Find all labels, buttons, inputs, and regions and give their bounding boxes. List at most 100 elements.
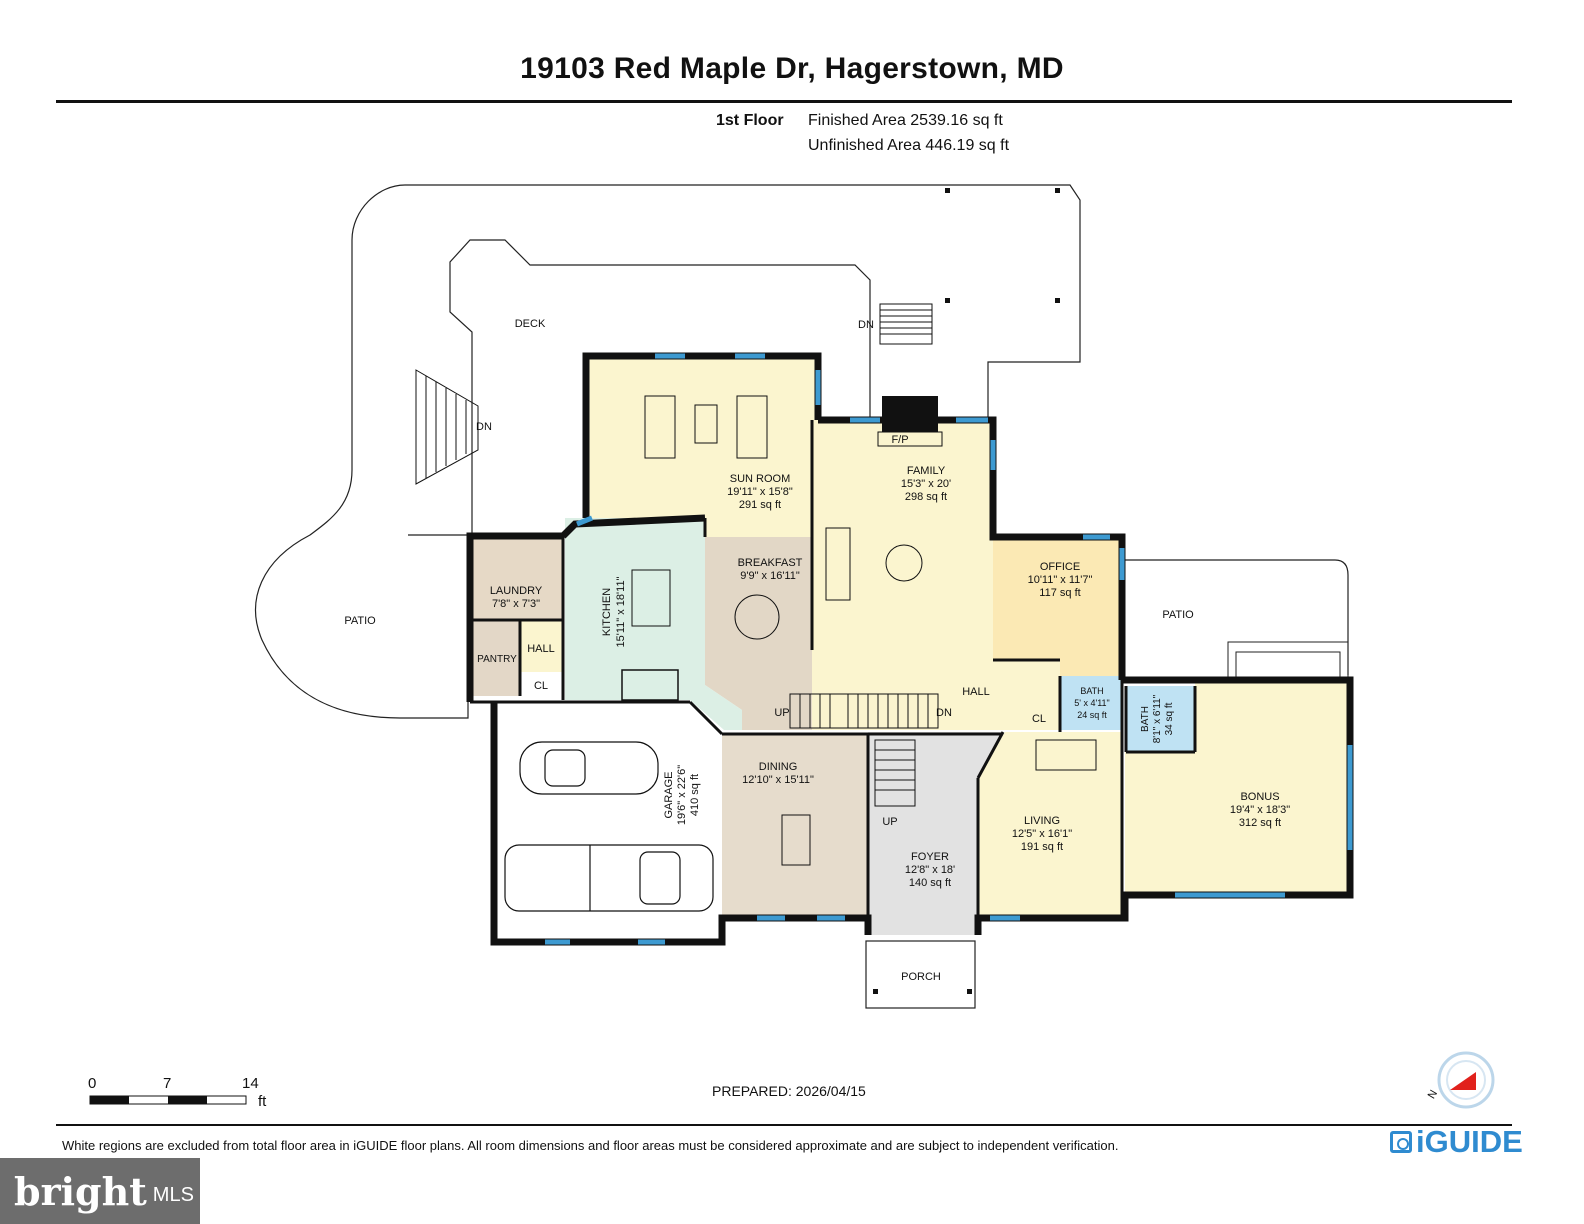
scale-tick-7: 7 [163, 1075, 171, 1092]
finished-area: Finished Area 2539.16 sq ft [808, 112, 1003, 129]
stairs-deck-left [415, 369, 479, 485]
dn-deck-left-label: DN [476, 421, 492, 433]
kitchen-dims: 15'11" x 18'11" [615, 576, 627, 647]
bath2-dims: 8'1" x 6'11" [1152, 694, 1163, 743]
bonus-dims: 19'4" x 18'3" [1230, 804, 1290, 816]
patio-right-outline [1125, 559, 1349, 675]
bath2-area: 34 sq ft [1164, 702, 1175, 735]
living-sofa [1035, 739, 1097, 771]
cl-right-label: CL [1032, 713, 1046, 725]
dining-dims: 12'10" x 15'11" [742, 774, 814, 786]
family-area: 298 sq ft [905, 491, 947, 503]
dining-floor [722, 734, 868, 918]
office-name: OFFICE [1040, 561, 1080, 573]
bath1-dims: 5' x 4'11" [1074, 698, 1110, 708]
up-stair-label: UP [774, 707, 789, 719]
patio-left-label: PATIO [344, 615, 376, 627]
bright-logo-word: bright [14, 1168, 147, 1214]
sun-room-sofa-right [736, 395, 768, 459]
sun-room-name: SUN ROOM [730, 473, 791, 485]
living-area: 191 sq ft [1021, 841, 1063, 853]
stairs-deck-top [879, 303, 933, 345]
sun-room-area: 291 sq ft [739, 499, 781, 511]
deck-outline [405, 184, 1081, 536]
hall-main-label: HALL [962, 686, 990, 698]
sun-room-sofa-left [644, 395, 676, 459]
sun-room-table [694, 404, 718, 444]
laundry-name: LAUNDRY [490, 585, 543, 597]
step-outline-inner [1235, 651, 1341, 679]
dining-name: DINING [759, 761, 798, 773]
bath1-floor [1060, 676, 1122, 730]
floor-label: 1st Floor [716, 112, 784, 129]
breakfast-floor [705, 537, 812, 730]
deck-posts [873, 188, 1060, 994]
scale-tick-14: 14 [242, 1075, 259, 1092]
patio-right-label: PATIO [1162, 609, 1194, 621]
porch-outline [865, 940, 976, 1009]
bath2-name: BATH [1140, 706, 1151, 732]
office-floor [993, 537, 1122, 676]
family-ottoman [885, 544, 923, 582]
scale-unit: ft [258, 1093, 267, 1110]
family-sofa [825, 527, 851, 601]
foyer-area: 140 sq ft [909, 877, 951, 889]
bonus-floor [1125, 680, 1350, 895]
kitchen-name: KITCHEN [601, 588, 613, 636]
iguide-logo-text: iGUIDE [1416, 1124, 1523, 1159]
pantry-label: PANTRY [477, 654, 517, 665]
bath2-floor [1126, 686, 1195, 752]
fireplace [882, 396, 938, 432]
office-area: 117 sq ft [1039, 587, 1080, 599]
compass-letter: N [1426, 1088, 1440, 1101]
title-rule [56, 100, 1512, 103]
bath1-name: BATH [1080, 686, 1103, 696]
scale-bar [89, 1095, 247, 1105]
footer-rule [56, 1124, 1512, 1126]
family-dims: 15'3" x 20' [901, 478, 951, 490]
compass-icon [1437, 1051, 1495, 1109]
iguide-logo-icon [1390, 1131, 1412, 1153]
windows [545, 353, 1353, 945]
kitchen-peninsula [621, 669, 679, 701]
kitchen-island [631, 569, 671, 627]
step-outline [1227, 641, 1349, 681]
bright-mls-logo: bright MLS [0, 1158, 200, 1224]
foyer-floor [868, 732, 1003, 935]
bonus-area: 312 sq ft [1239, 817, 1281, 829]
dn-deck-top-label: DN [858, 319, 874, 331]
living-dims: 12'5" x 16'1" [1012, 828, 1072, 840]
deck-label: DECK [515, 318, 546, 330]
garage-floor [494, 702, 722, 942]
family-floor [812, 420, 1060, 730]
fireplace-hearth [877, 431, 943, 447]
up-foyer-label: UP [882, 816, 897, 828]
breakfast-table [734, 594, 780, 640]
interior-walls [470, 420, 1197, 918]
bright-logo-mls: MLS [152, 1183, 194, 1206]
stairs-main [789, 693, 939, 729]
family-name: FAMILY [907, 465, 946, 477]
bonus-name: BONUS [1240, 791, 1279, 803]
living-name: LIVING [1024, 815, 1060, 827]
porch-label: PORCH [901, 971, 941, 983]
breakfast-name: BREAKFAST [738, 557, 803, 569]
disclaimer-text: White regions are excluded from total fl… [62, 1138, 1119, 1153]
foyer-name: FOYER [911, 851, 949, 863]
breakfast-dims: 9'9" x 16'11" [740, 570, 800, 582]
garage-car [519, 741, 659, 795]
garage-dims: 19'6" x 22'6" [676, 765, 688, 825]
sun-room-floor [586, 356, 818, 537]
foyer-dims: 12'8" x 18' [905, 864, 955, 876]
dining-table [781, 814, 811, 866]
laundry-floor [470, 536, 563, 620]
garage-name: GARAGE [663, 771, 675, 818]
patio-left-outline [254, 184, 469, 719]
bath1-area: 24 sq ft [1077, 710, 1107, 720]
garage-truck [504, 844, 714, 912]
laundry-dims: 7'8" x 7'3" [492, 598, 540, 610]
iguide-logo[interactable]: iGUIDE [1390, 1124, 1523, 1160]
living-floor [978, 732, 1122, 918]
scale-tick-0: 0 [88, 1075, 96, 1092]
